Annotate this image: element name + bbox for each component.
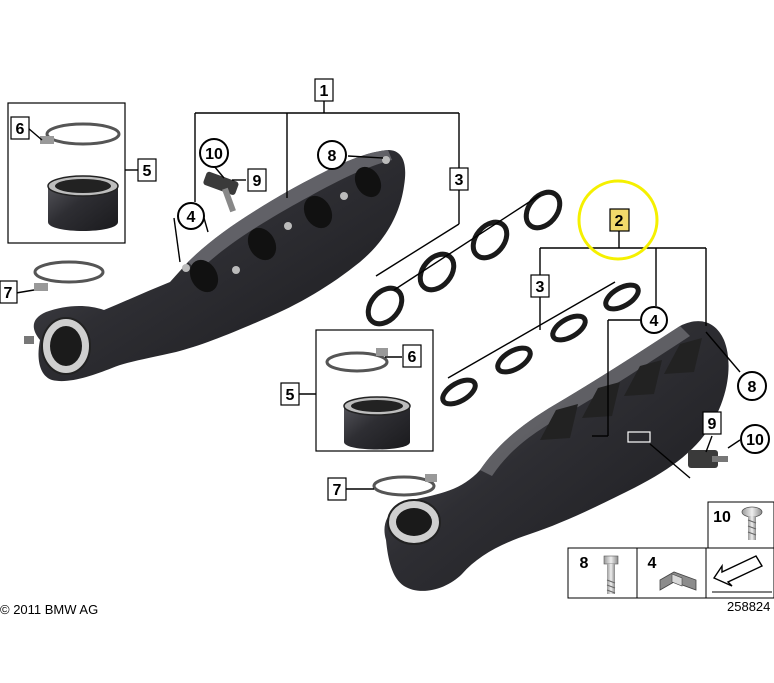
callout-2[interactable]: 2 bbox=[609, 208, 630, 232]
callout-7-lower[interactable]: 7 bbox=[327, 477, 347, 501]
callout-7-upper-label: 7 bbox=[4, 285, 13, 302]
bolt-icon bbox=[603, 555, 619, 594]
callout-6-lower-label: 6 bbox=[408, 349, 417, 366]
callout-9-lower-label: 9 bbox=[708, 416, 717, 433]
callout-7-lower-label: 7 bbox=[333, 482, 342, 499]
diagram-id-text: 258824 bbox=[727, 599, 770, 614]
callout-9-lower[interactable]: 9 bbox=[702, 411, 722, 435]
callout-10-upper[interactable]: 10 bbox=[199, 138, 229, 168]
clamp-upper-box bbox=[40, 122, 121, 231]
callout-6-upper-label: 6 bbox=[16, 121, 25, 138]
callout-3-upper[interactable]: 3 bbox=[449, 167, 469, 191]
callout-3-upper-label: 3 bbox=[455, 172, 464, 189]
clamp-lower-ring bbox=[372, 474, 437, 497]
lower-intake-manifold bbox=[384, 321, 729, 591]
direction-arrow-icon bbox=[712, 555, 772, 593]
callout-5-lower-label: 5 bbox=[286, 387, 295, 404]
callout-5-upper[interactable]: 5 bbox=[137, 158, 157, 182]
clip-nut-icon bbox=[659, 571, 697, 591]
callout-8-upper[interactable]: 8 bbox=[317, 140, 347, 170]
sensor-upper bbox=[203, 171, 239, 213]
callout-9-upper-label: 9 bbox=[253, 173, 262, 190]
callout-6-upper[interactable]: 6 bbox=[10, 116, 30, 140]
callout-3-lower-label: 3 bbox=[536, 279, 545, 296]
callout-4-upper[interactable]: 4 bbox=[177, 202, 205, 230]
callout-2-label: 2 bbox=[615, 213, 624, 230]
legend-4-label: 4 bbox=[648, 555, 657, 572]
callout-10-lower[interactable]: 10 bbox=[740, 424, 770, 454]
callout-5-lower[interactable]: 5 bbox=[280, 382, 300, 406]
screw-icon bbox=[741, 506, 763, 540]
callout-10-upper-label: 10 bbox=[205, 146, 223, 163]
copyright-text: © 2011 BMW AG bbox=[0, 602, 98, 617]
gasket-set-lower bbox=[440, 282, 641, 407]
callout-7-upper[interactable]: 7 bbox=[0, 280, 18, 304]
gasket-set-upper bbox=[365, 189, 563, 327]
upper-intake-manifold bbox=[24, 150, 406, 382]
callout-1[interactable]: 1 bbox=[314, 78, 334, 102]
callout-4-lower-label: 4 bbox=[650, 313, 659, 330]
kit-box-upper bbox=[7, 102, 126, 244]
fastener-legend: 10 8 4 bbox=[567, 501, 774, 599]
callout-8-lower[interactable]: 8 bbox=[737, 371, 767, 401]
callout-4-lower[interactable]: 4 bbox=[640, 306, 668, 334]
callout-8-upper-label: 8 bbox=[328, 148, 337, 165]
callout-4-upper-label: 4 bbox=[187, 209, 196, 226]
sensor-lower bbox=[688, 450, 728, 468]
legend-10-label: 10 bbox=[713, 509, 731, 526]
leader-lines bbox=[15, 101, 741, 490]
highlight-ring bbox=[577, 179, 659, 261]
callout-9-upper[interactable]: 9 bbox=[247, 168, 267, 192]
callout-10-lower-label: 10 bbox=[746, 432, 764, 449]
callout-3-lower[interactable]: 3 bbox=[530, 274, 550, 298]
callout-8-lower-label: 8 bbox=[748, 379, 757, 396]
kit-box-lower bbox=[315, 329, 434, 452]
callout-5-upper-label: 5 bbox=[143, 163, 152, 180]
callout-6-lower[interactable]: 6 bbox=[402, 344, 422, 368]
callout-1-label: 1 bbox=[320, 83, 329, 100]
clamp-lower-box bbox=[325, 348, 411, 450]
legend-8-label: 8 bbox=[580, 555, 589, 572]
clamp-upper-ring bbox=[33, 260, 105, 291]
